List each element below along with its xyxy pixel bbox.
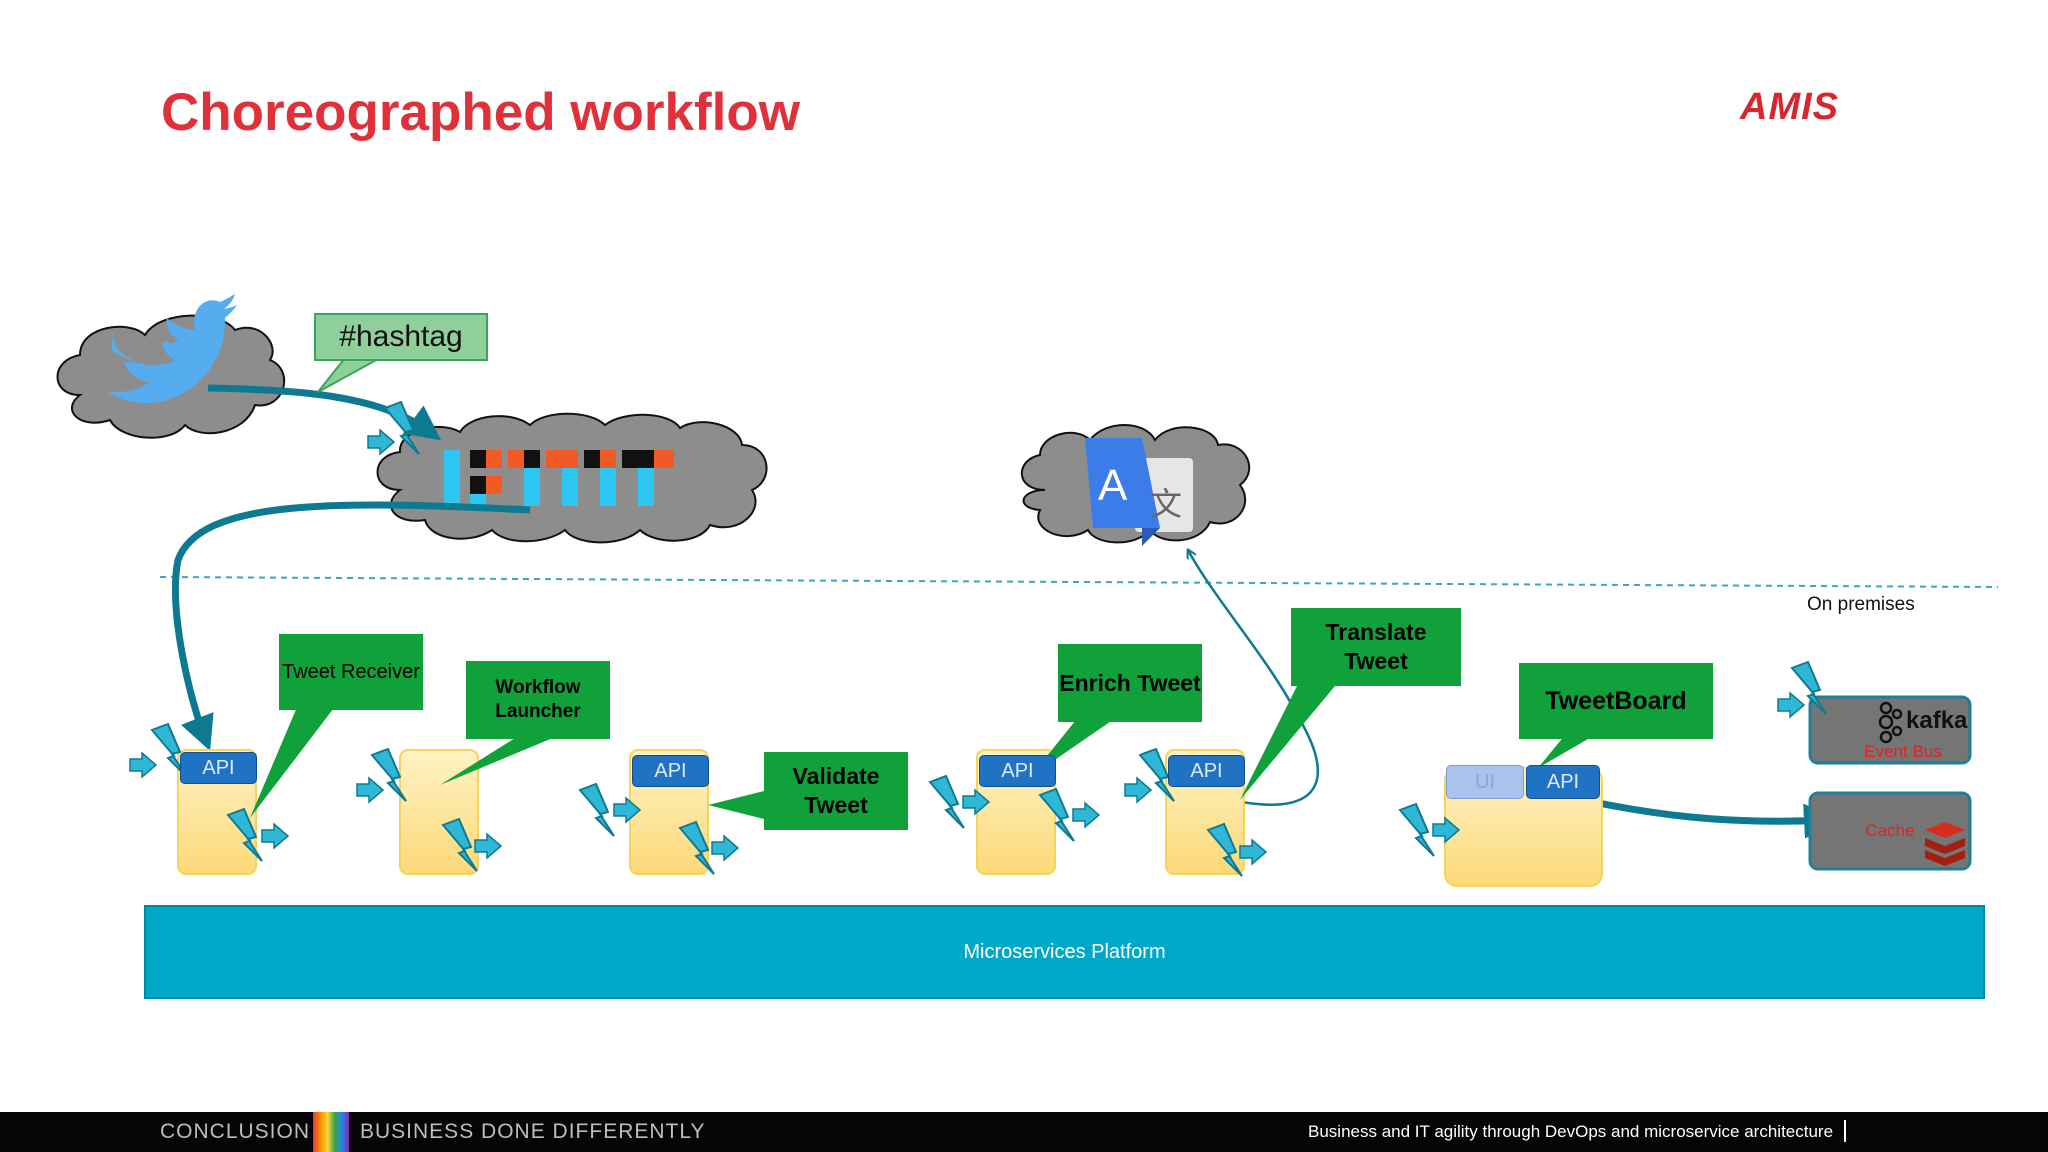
enrich-tweet-callout: Enrich Tweet (1058, 644, 1202, 722)
kafka-label: kafka (1906, 707, 1968, 734)
tweet-receiver-callout: Tweet Receiver (279, 634, 423, 710)
flow-tweetboard-to-cache (1569, 793, 1839, 839)
api-badge-enrich[interactable]: API (979, 755, 1056, 787)
flow-ifttt-to-receiver (172, 501, 531, 752)
tweetboard-callout: TweetBoard (1519, 663, 1713, 739)
slide-title: Choreographed workflow (161, 83, 800, 142)
footer-section: CONCLUSION (160, 1120, 311, 1143)
redis-icon (1925, 822, 1965, 866)
api-badge-receiver[interactable]: API (180, 752, 257, 784)
api-badge-translate[interactable]: API (1168, 755, 1245, 787)
callout-pointer-translate (1240, 680, 1340, 800)
amis-logo: AMIS (1740, 86, 1839, 128)
ui-badge-tweetboard[interactable]: UI (1446, 765, 1524, 799)
callout-pointer-validate (708, 790, 768, 820)
footer-divider (1844, 1120, 1846, 1142)
cache-label: Cache (1865, 821, 1915, 840)
hashtag-label: #hashtag (314, 313, 488, 361)
on-premises-boundary (159, 576, 1999, 588)
footer-color-stripe (313, 1112, 349, 1152)
on-premises-label: On premises (1807, 594, 1915, 615)
kafka-icon (1878, 701, 1903, 744)
footer-tagline: BUSINESS DONE DIFFERENTLY (360, 1120, 706, 1143)
workflow-launcher-callout: Workflow Launcher (466, 661, 610, 739)
event-bus-box[interactable] (1808, 695, 1972, 765)
event-bus-label: Event Bus (1864, 742, 1942, 761)
svg-text:A: A (1098, 461, 1128, 510)
footer-bar: CONCLUSION BUSINESS DONE DIFFERENTLY Bus… (0, 1112, 2048, 1152)
api-badge-tweetboard[interactable]: API (1526, 765, 1600, 799)
flow-twitter-to-ifttt (207, 384, 442, 441)
google-translate-icon: A 文 (1085, 438, 1193, 546)
footer-subtitle: Business and IT agility through DevOps a… (1308, 1122, 1834, 1141)
api-badge-validate[interactable]: API (632, 755, 709, 787)
microservices-platform: Microservices Platform (144, 905, 1985, 999)
callout-pointer-tweetboard (1538, 735, 1595, 768)
translate-tweet-callout: Translate Tweet (1291, 608, 1461, 686)
callout-pointer-receiver (250, 700, 340, 818)
cache-box[interactable] (1808, 791, 1972, 871)
ifttt-logo-icon (444, 450, 674, 506)
validate-tweet-callout: Validate Tweet (764, 752, 908, 830)
svg-text:文: 文 (1150, 485, 1182, 523)
callout-pointer-hashtag (317, 357, 381, 393)
callout-pointer-launcher (440, 735, 560, 785)
twitter-bird-icon (108, 294, 237, 404)
